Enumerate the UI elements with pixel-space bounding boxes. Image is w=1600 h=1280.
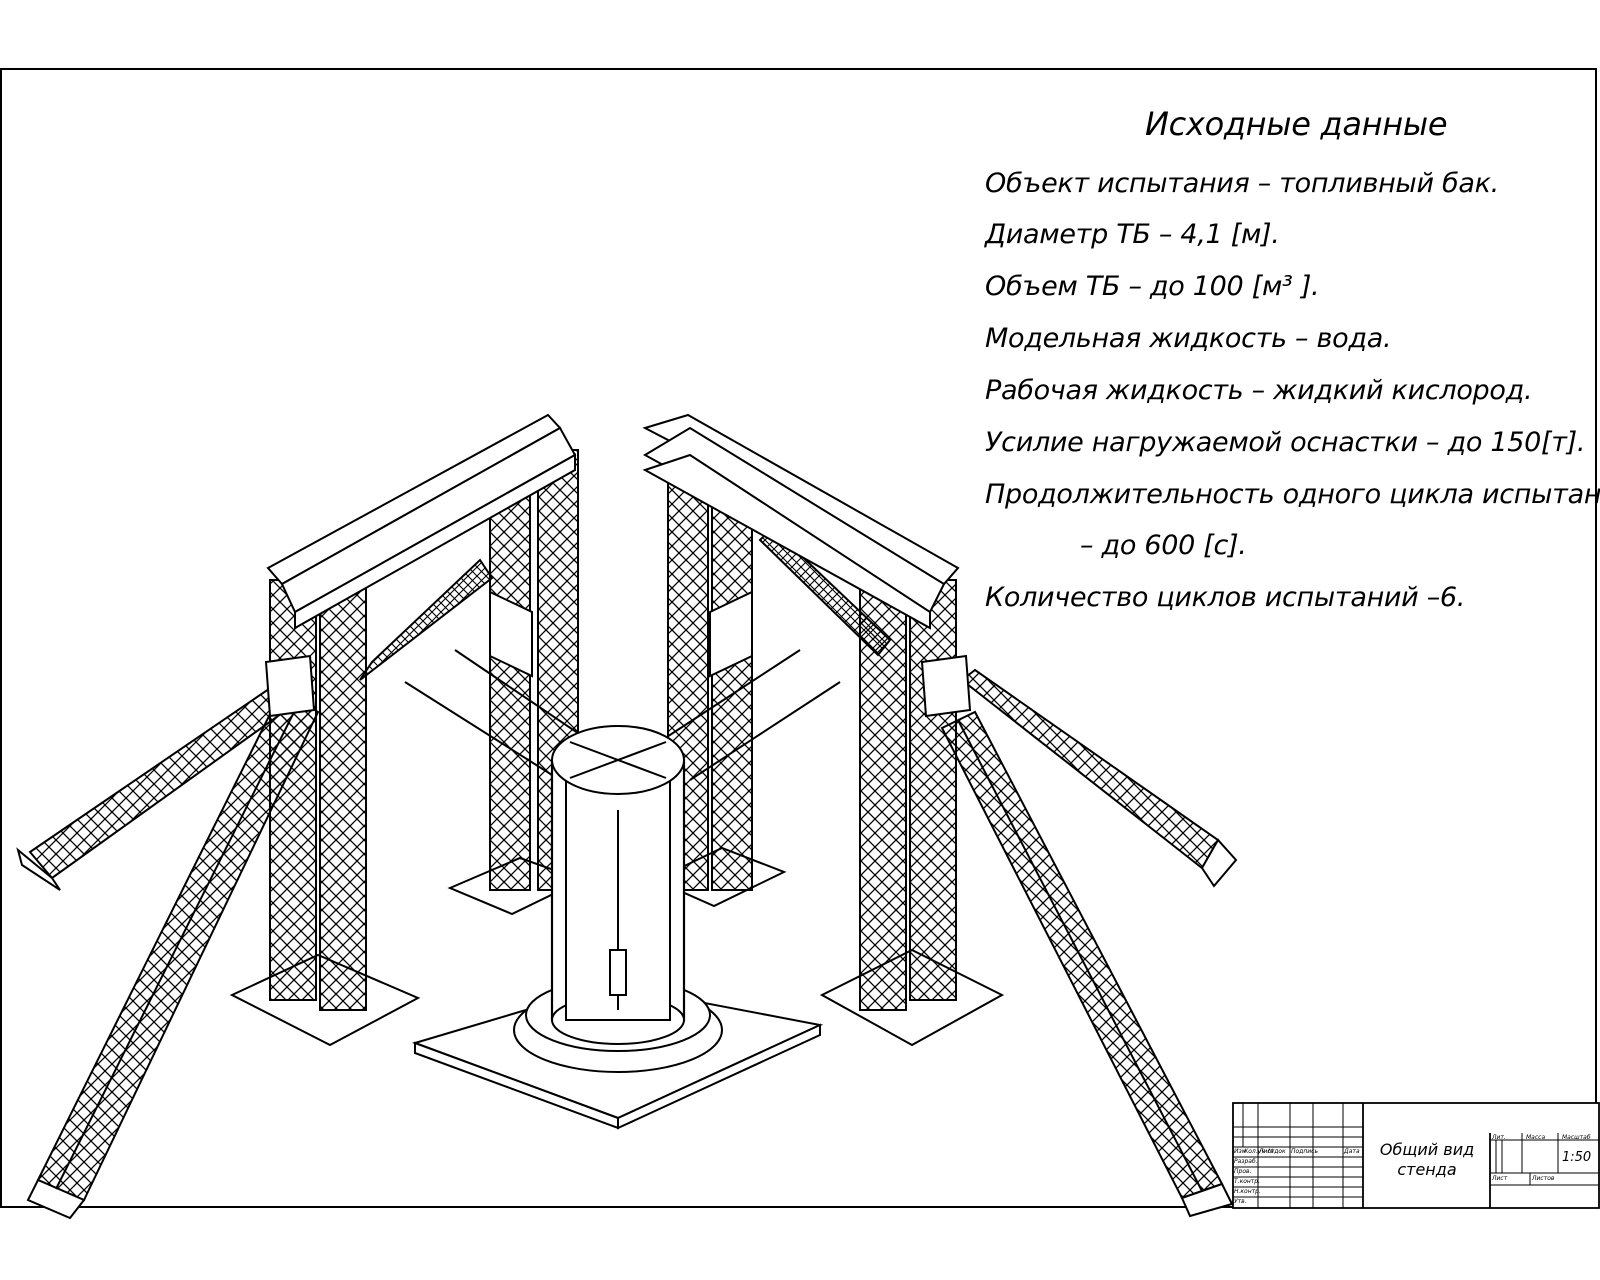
hdr-date: Дата <box>1344 1148 1360 1155</box>
girder-right <box>642 413 960 630</box>
hdr-doc: №док <box>1268 1148 1286 1155</box>
tower-back-right <box>652 449 787 908</box>
notes-line-8: – до 600 [с]. <box>1080 530 1247 561</box>
tower-front-left <box>229 569 421 1047</box>
lbl-sheet: Лист <box>1492 1175 1508 1182</box>
notes-line-3: Объем ТБ – до 100 [м³ ]. <box>985 271 1320 302</box>
lbl-scale: Масштаб <box>1562 1134 1591 1141</box>
drawing-scale: 1:50 <box>1562 1150 1592 1165</box>
drawing-name-line1: Общий вид <box>1379 1140 1475 1159</box>
notes-line-2: Диаметр ТБ – 4,1 [м]. <box>985 219 1280 250</box>
hdr-kol: Кол.уч <box>1244 1148 1265 1155</box>
hdr-izm: Изм <box>1234 1148 1247 1155</box>
role-tcontr: Т.контр. <box>1234 1178 1261 1185</box>
notes-line-7: Продолжительность одного цикла испытаний <box>985 479 1600 510</box>
left-lower-brace <box>26 688 320 1220</box>
lbl-lit: Лит. <box>1492 1134 1506 1141</box>
plate-right <box>709 590 753 678</box>
fuel-tank <box>550 725 686 1045</box>
right-lower-brace <box>940 710 1234 1218</box>
notes-line-6: Усилие нагружаемой оснастки – до 150[т]. <box>985 427 1586 458</box>
plate-left <box>489 590 533 678</box>
hdr-list: Лист <box>1259 1148 1275 1155</box>
notes-line-9: Количество циклов испытаний –6. <box>985 582 1466 613</box>
right-upper-brace <box>960 668 1238 888</box>
role-dev: Разраб. <box>1234 1158 1258 1165</box>
notes-line-4: Модельная жидкость – вода. <box>985 323 1392 354</box>
notes-title: Исходные данные <box>1145 105 1448 143</box>
lbl-mass: Масса <box>1526 1134 1546 1141</box>
drawing-name-line2: стенда <box>1397 1160 1457 1179</box>
tower-front-right <box>819 569 1005 1047</box>
tower-back-left <box>447 449 585 916</box>
inner-left-brace <box>359 558 494 681</box>
hdr-sign: Подпись <box>1291 1148 1318 1155</box>
drawing-name: Общий вид стенда <box>1362 1140 1492 1180</box>
role-ncontr: Н.контр. <box>1234 1188 1261 1195</box>
role-approve: Утв. <box>1234 1198 1247 1205</box>
notes-line-5: Рабочая жидкость – жидкий кислород. <box>985 375 1533 406</box>
role-check: Пров. <box>1234 1168 1252 1175</box>
title-block <box>1232 1102 1600 1209</box>
drawing-frame <box>0 68 1597 1208</box>
girder-left <box>266 413 577 630</box>
lbl-sheets: Листов <box>1532 1175 1555 1182</box>
notes-line-1: Объект испытания – топливный бак. <box>985 168 1499 199</box>
